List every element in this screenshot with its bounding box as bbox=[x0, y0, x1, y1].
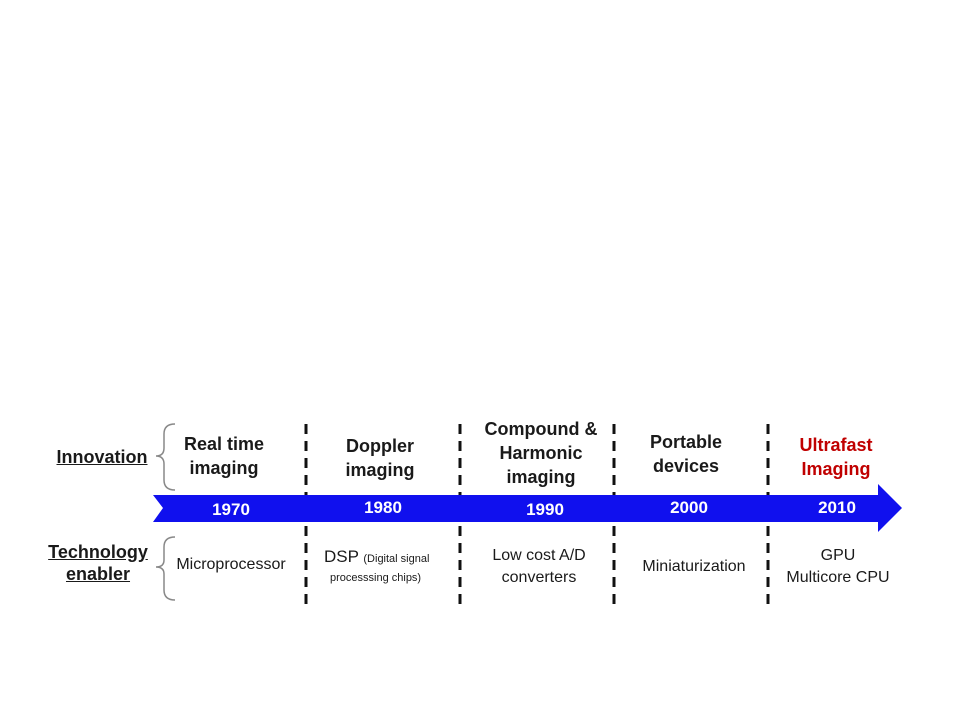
tech-1990: Low cost A/D converters bbox=[474, 545, 604, 589]
innovation-2010-line1: Ultrafast bbox=[799, 435, 873, 455]
innovation-bracket bbox=[155, 423, 176, 491]
innovation-2010-line2: Imaging bbox=[801, 459, 871, 479]
innovation-1990-line2: Harmonic bbox=[499, 443, 583, 463]
innovation-1980-line1: Doppler bbox=[345, 436, 414, 456]
tech-1980-dsp: DSP bbox=[324, 547, 359, 566]
year-1990: 1990 bbox=[526, 500, 564, 519]
innovation-row-label: Innovation bbox=[56, 447, 148, 467]
technology-row-label: Technology enabler bbox=[40, 541, 156, 585]
technology-row-label-line2: enabler bbox=[65, 564, 131, 584]
innovation-1990-line3: imaging bbox=[506, 467, 576, 487]
innovation-1970-line1: Real time bbox=[183, 434, 265, 454]
tech-2010: GPU Multicore CPU bbox=[770, 545, 906, 589]
tech-2010-line2: Multicore CPU bbox=[786, 569, 890, 586]
innovation-2000: Portable devices bbox=[630, 430, 742, 478]
tech-1980-line1: DSP (Digital signal bbox=[316, 546, 450, 570]
innovation-1970: Real time imaging bbox=[168, 432, 280, 480]
innovation-2010: Ultrafast Imaging bbox=[780, 433, 892, 481]
tech-1980-dsp-detail-1: (Digital signal bbox=[363, 553, 430, 565]
technology-row-label-line1: Technology bbox=[48, 542, 148, 562]
year-1970: 1970 bbox=[212, 500, 250, 519]
innovation-1980: Doppler imaging bbox=[326, 434, 434, 482]
year-1980: 1980 bbox=[364, 498, 402, 517]
innovation-2000-line1: Portable bbox=[649, 432, 723, 452]
tech-2000-line1: Miniaturization bbox=[642, 558, 746, 575]
year-2010: 2010 bbox=[818, 498, 856, 517]
tech-1980-line2: processsing chips) bbox=[330, 572, 422, 584]
tech-1980: DSP (Digital signal processsing chips) bbox=[316, 546, 450, 586]
innovation-2000-line2: devices bbox=[652, 456, 720, 476]
innovation-1990: Compound & Harmonic imaging bbox=[472, 417, 610, 489]
tech-2000: Miniaturization bbox=[626, 556, 762, 578]
timeline-arrow bbox=[153, 484, 902, 532]
tech-1990-line1: Low cost A/D bbox=[492, 547, 586, 564]
innovation-1970-line2: imaging bbox=[189, 458, 259, 478]
innovation-1980-line2: imaging bbox=[345, 460, 415, 480]
tech-2010-line1: GPU bbox=[820, 547, 856, 564]
innovation-1990-line1: Compound & bbox=[484, 419, 598, 439]
tech-1970: Microprocessor bbox=[168, 554, 294, 576]
technology-bracket bbox=[155, 536, 176, 601]
tech-1990-line2: converters bbox=[501, 569, 577, 586]
year-2000: 2000 bbox=[670, 498, 708, 517]
tech-1970-line1: Microprocessor bbox=[176, 556, 286, 573]
